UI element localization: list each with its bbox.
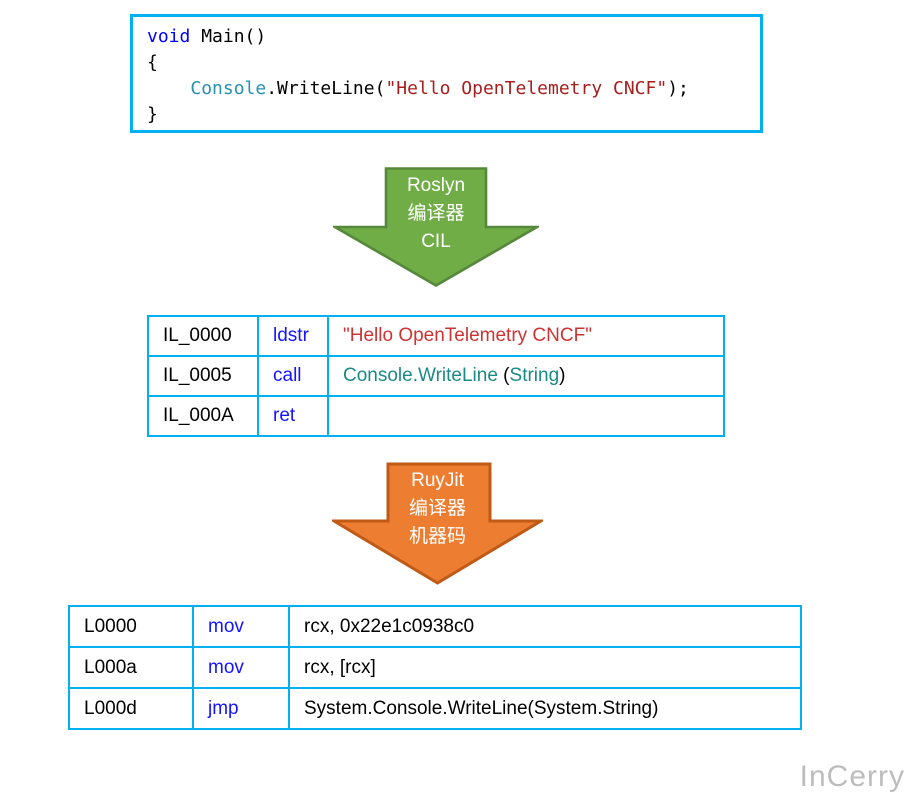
roslyn-label-line1: Roslyn	[406, 175, 466, 196]
table-row: L0000 mov rcx, 0x22e1c0938c0	[68, 605, 802, 648]
ruyjit-compile-arrow: RuyJit 编译器 机器码	[332, 462, 543, 585]
ruyjit-label-line3: 机器码	[408, 526, 466, 547]
asm-operand-cell: rcx, [rcx]	[288, 646, 802, 689]
il-operand-cell: Console.WriteLine (String)	[327, 355, 725, 397]
roslyn-label-line2: 编译器	[407, 203, 465, 224]
ruyjit-label-line2: 编译器	[408, 498, 466, 519]
il-operand-paren: (	[497, 365, 510, 386]
writeline-call: .WriteLine(	[266, 78, 386, 99]
il-operand-type: String	[509, 365, 560, 386]
asm-opcode-cell: mov	[192, 646, 290, 689]
asm-operand-cell: System.Console.WriteLine(System.String)	[288, 687, 802, 730]
il-operand-paren-close: )	[559, 365, 566, 386]
down-arrow-icon	[332, 462, 543, 585]
down-arrow-icon	[333, 167, 539, 287]
csharp-code-block: void Main() { Console.WriteLine("Hello O…	[130, 14, 763, 133]
ruyjit-arrow-label: RuyJit 编译器 机器码	[332, 467, 543, 551]
il-offset-cell: IL_0000	[147, 315, 259, 357]
code-line-4: }	[147, 104, 158, 125]
ruyjit-label-line1: RuyJit	[411, 470, 464, 491]
roslyn-compile-arrow: Roslyn 编译器 CIL	[333, 167, 539, 287]
asm-opcode-cell: jmp	[192, 687, 290, 730]
code-indent	[147, 78, 190, 99]
il-opcode-cell: ret	[257, 395, 329, 437]
asm-offset-cell: L000d	[68, 687, 194, 730]
il-offset-cell: IL_000A	[147, 395, 259, 437]
console-class: Console	[190, 78, 267, 99]
il-operand-cell: "Hello OpenTelemetry CNCF"	[327, 315, 725, 357]
il-operand-method: Console.WriteLine	[343, 365, 498, 386]
asm-offset-cell: L0000	[68, 605, 194, 648]
keyword-void: void	[147, 26, 191, 47]
asm-operand-cell: rcx, 0x22e1c0938c0	[288, 605, 802, 648]
main-signature: Main()	[190, 26, 267, 47]
il-offset-cell: IL_0005	[147, 355, 259, 397]
table-row: IL_000A ret	[147, 395, 725, 437]
code-line-3: Console.WriteLine("Hello OpenTelemetry C…	[147, 76, 760, 102]
asm-opcode-cell: mov	[192, 605, 290, 648]
table-row: IL_0000 ldstr "Hello OpenTelemetry CNCF"	[147, 315, 725, 357]
il-opcode-cell: call	[257, 355, 329, 397]
table-row: IL_0005 call Console.WriteLine (String)	[147, 355, 725, 397]
il-operand-cell	[327, 395, 725, 437]
machine-code-table: L0000 mov rcx, 0x22e1c0938c0 L000a mov r…	[68, 605, 802, 730]
il-operand-string: "Hello OpenTelemetry CNCF"	[343, 325, 592, 346]
asm-offset-cell: L000a	[68, 646, 194, 689]
statement-end: );	[667, 78, 689, 99]
il-opcode-cell: ldstr	[257, 315, 329, 357]
code-line-2: {	[147, 52, 158, 73]
table-row: L000d jmp System.Console.WriteLine(Syste…	[68, 687, 802, 730]
roslyn-arrow-label: Roslyn 编译器 CIL	[333, 172, 539, 256]
incerry-watermark: InCerry	[799, 760, 905, 793]
roslyn-label-line3: CIL	[421, 231, 451, 252]
il-instruction-table: IL_0000 ldstr "Hello OpenTelemetry CNCF"…	[147, 315, 725, 437]
table-row: L000a mov rcx, [rcx]	[68, 646, 802, 689]
hello-string-literal: "Hello OpenTelemetry CNCF"	[385, 78, 668, 99]
code-line-1: void Main()	[147, 24, 760, 50]
